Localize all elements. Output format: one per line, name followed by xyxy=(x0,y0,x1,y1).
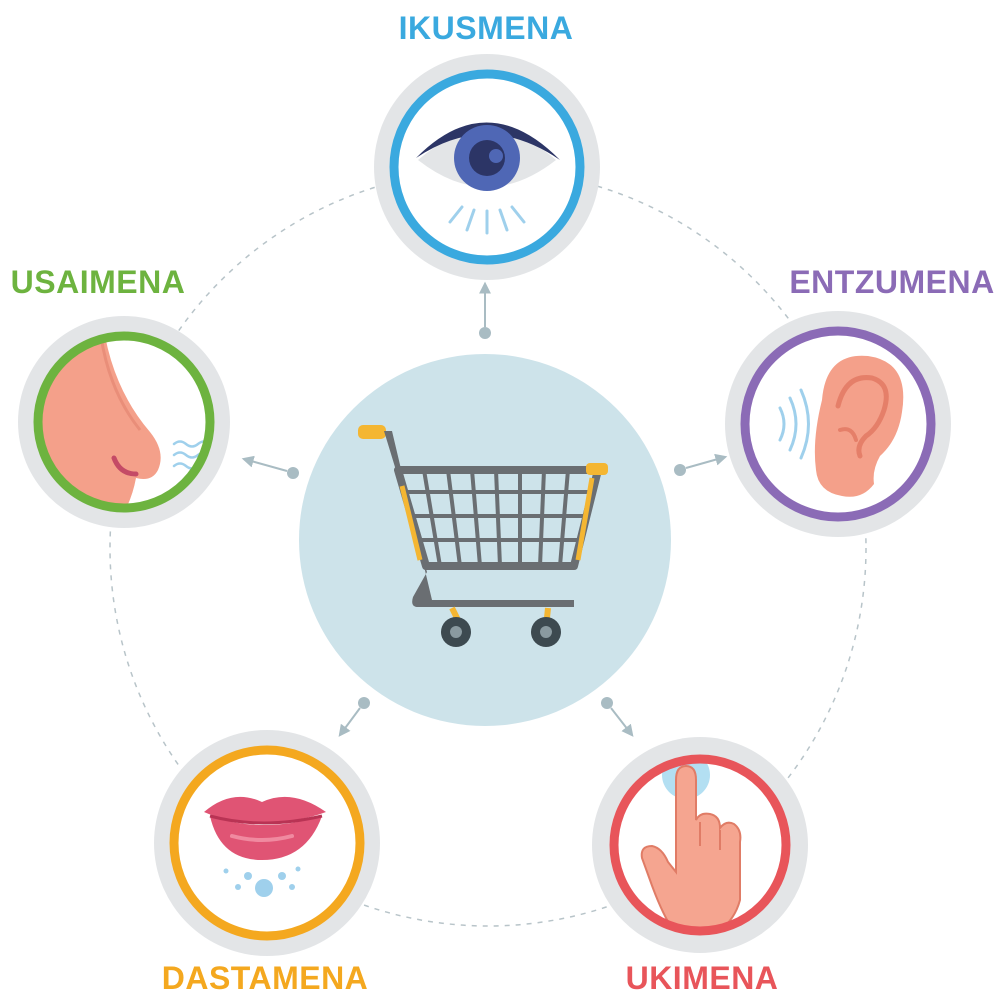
connector-sight xyxy=(479,281,491,339)
sense-node-hearing xyxy=(725,311,951,537)
label-hearing: ENTZUMENA xyxy=(789,264,995,300)
connectors xyxy=(241,281,728,737)
center-node xyxy=(299,354,671,726)
sense-node-taste xyxy=(154,730,380,956)
label-sight: IKUSMENA xyxy=(398,10,574,46)
connector-hearing xyxy=(674,453,728,476)
label-touch: UKIMENA xyxy=(625,960,779,996)
orbit-path xyxy=(109,169,867,927)
sense-node-smell xyxy=(18,316,230,528)
ear-icon xyxy=(778,355,904,497)
sense-node-touch xyxy=(592,737,808,953)
shopping-cart-icon xyxy=(358,425,608,647)
connector-touch xyxy=(601,697,634,737)
connector-taste xyxy=(338,697,370,737)
sense-node-sight xyxy=(374,54,600,280)
lips-icon xyxy=(204,796,326,897)
label-taste: DASTAMENA xyxy=(161,960,369,996)
connector-smell xyxy=(241,455,299,479)
eye-icon xyxy=(416,122,560,235)
label-smell: USAIMENA xyxy=(10,264,186,300)
